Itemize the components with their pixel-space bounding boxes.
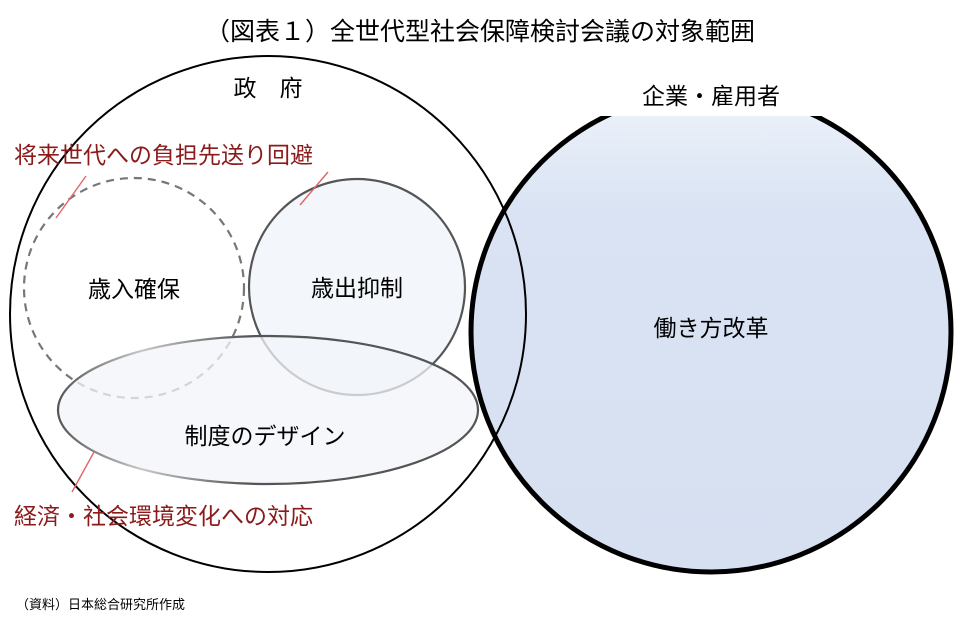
environment-change-text: 経済・社会環境変化への対応	[14, 504, 313, 530]
revenue-label: 歳入確保	[88, 277, 180, 303]
environment-change-leader	[71, 451, 95, 493]
business-label: 企業・雇用者	[642, 84, 780, 110]
future-burden-text: 将来世代への負担先送り回避	[14, 143, 313, 169]
expenditure-label: 歳出抑制	[311, 276, 403, 302]
future-burden-annotation: 将来世代への負担先送り回避	[14, 143, 329, 219]
government-label: 政 府	[234, 76, 303, 102]
business-group: 企業・雇用者	[468, 84, 954, 575]
environment-change-annotation: 経済・社会環境変化への対応	[14, 451, 313, 530]
future-burden-leader-left	[55, 175, 87, 219]
system-design-node: 制度のデザイン	[56, 334, 480, 486]
diagram-title: （図表１）全世代型社会保障検討会議の対象範囲	[205, 17, 755, 46]
government-label-gap	[193, 74, 343, 106]
system-design-ellipse	[56, 334, 480, 486]
government-circle	[9, 55, 527, 573]
business-label-gap	[593, 84, 831, 116]
work-reform-label: 働き方改革	[654, 316, 769, 342]
future-burden-leader-right	[299, 171, 329, 206]
government-group: 政 府	[9, 55, 527, 573]
source-note: （資料）日本総合研究所作成	[16, 598, 185, 613]
system-design-label: 制度のデザイン	[185, 424, 346, 450]
